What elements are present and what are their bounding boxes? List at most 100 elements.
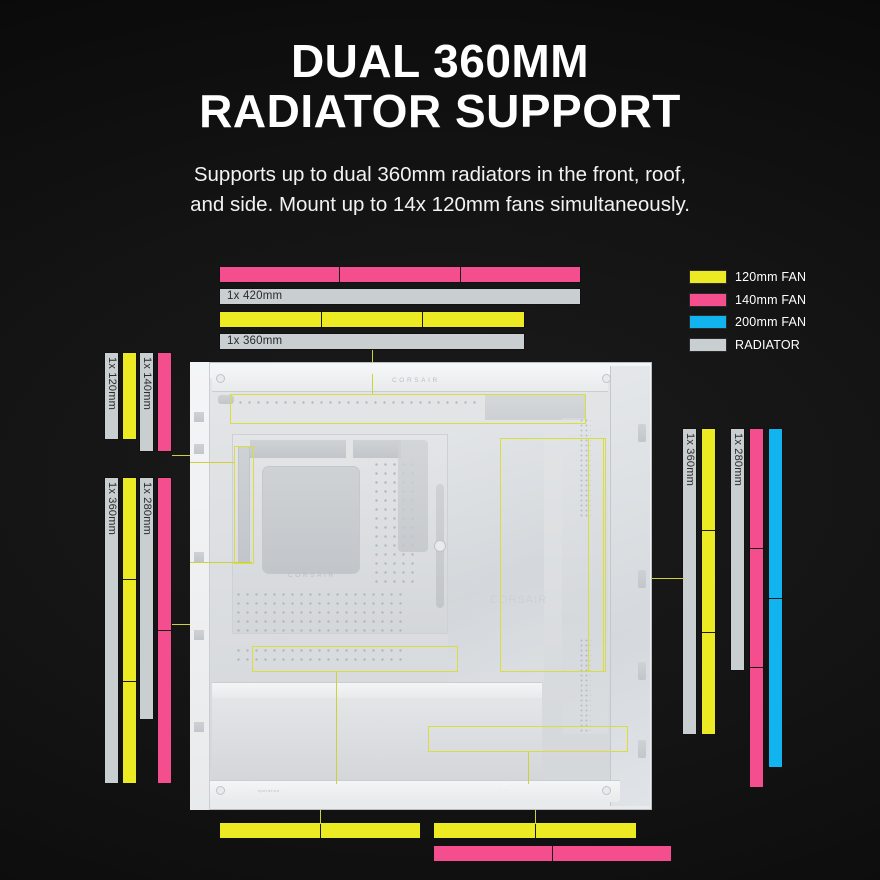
fan-segment — [220, 312, 321, 327]
annotation-connector-psu — [336, 672, 337, 784]
fan-segment — [702, 429, 715, 530]
fan-segment — [434, 823, 535, 838]
connector-line-bottom-right — [535, 806, 536, 824]
annotation-connector-bottom — [528, 752, 529, 784]
fan-segment — [319, 823, 421, 838]
left-radiator-280mm: 1x 280mm — [139, 477, 154, 720]
legend-label-200mm: 200mm FAN — [735, 315, 807, 330]
case-screw-bl — [216, 786, 225, 795]
fan-segment — [422, 312, 524, 327]
annotation-connector-side — [190, 462, 234, 463]
fan-segment — [552, 846, 671, 861]
left-radiator-140mm: 1x 140mm — [139, 352, 154, 452]
case-bottom-bar — [206, 780, 620, 802]
case-gpu-support-knob — [434, 540, 446, 552]
fan-segment — [702, 530, 715, 632]
bottom-fan-row-120mm-right — [433, 822, 637, 839]
legend-swatch-140mm-icon — [689, 292, 727, 307]
case-screw-tl — [216, 374, 225, 383]
connector-line-bottom-left — [320, 806, 321, 824]
subtitle-line-1: Supports up to dual 360mm radiators in t… — [193, 163, 687, 186]
case-bottom-micro-right: · · · — [500, 788, 510, 793]
legend: 120mm FAN 140mm FAN 200mm FAN RADIATOR — [689, 268, 806, 358]
legend-swatch-120mm-icon — [689, 270, 727, 285]
right-radiator-280mm: 1x 280mm — [730, 428, 745, 671]
left-fan-column-140mm-x2 — [157, 477, 172, 784]
page-title: DUAL 360mm RADIATOR SUPPORT — [0, 36, 880, 136]
case-hinge-2 — [638, 570, 646, 588]
legend-item-120mm-fan: 120mm FAN — [689, 268, 806, 287]
legend-item-200mm-fan: 200mm FAN — [689, 313, 806, 332]
case-mount-tab-2 — [194, 444, 204, 454]
legend-item-140mm-fan: 140mm FAN — [689, 291, 806, 310]
fan-segment — [769, 429, 782, 598]
fan-segment — [459, 267, 580, 282]
fan-segment — [158, 353, 171, 451]
right-fan-column-200mm-x2 — [768, 428, 783, 768]
case-screw-br — [602, 786, 611, 795]
right-radiator-360mm: 1x 360mm — [682, 428, 697, 735]
case-pcie-perf — [234, 646, 406, 666]
left-radiator-140mm-label: 1x 140mm — [140, 357, 153, 410]
left-radiator-280mm-label: 1x 280mm — [140, 482, 153, 535]
case-hinge-4 — [638, 740, 646, 758]
case-roof-mount-area — [485, 394, 585, 420]
case-mount-tab-1 — [194, 412, 204, 422]
case-rear-fan-zone — [562, 418, 608, 734]
legend-label-120mm: 120mm FAN — [735, 270, 807, 285]
top-fan-row-120mm — [219, 311, 525, 328]
fan-segment — [123, 353, 136, 439]
tray-cutout-top — [250, 440, 346, 458]
left-radiator-360mm-label: 1x 360mm — [105, 482, 118, 535]
top-radiator-420mm: 1x 420mm — [219, 288, 581, 305]
legend-item-radiator: RADIATOR — [689, 336, 806, 355]
page-subtitle: Supports up to dual 360mm radiators in t… — [0, 160, 880, 220]
tray-cpu-cutout — [262, 466, 360, 574]
fan-segment — [220, 267, 339, 282]
fan-segment — [750, 429, 763, 548]
pc-case-illustration: CORSAIR CORSAIR · · · · CORSAIR — [190, 362, 652, 810]
fan-segment — [769, 597, 782, 768]
fan-segment — [123, 681, 136, 783]
case-roof-bar: CORSAIR — [212, 368, 608, 392]
case-psu-shroud-top — [212, 682, 542, 698]
annotation-connector-roof — [372, 374, 373, 394]
fan-segment — [158, 630, 171, 783]
legend-swatch-radiator-icon — [689, 337, 727, 352]
left-fan-column-140mm — [157, 352, 172, 452]
case-roof-tab — [218, 395, 234, 404]
legend-label-140mm: 140mm FAN — [735, 292, 807, 307]
case-mount-tab-3 — [194, 552, 204, 562]
case-front-edge — [190, 362, 210, 810]
fan-segment — [158, 478, 171, 630]
right-radiator-280mm-label: 1x 280mm — [731, 433, 744, 486]
right-fan-column-140mm-x3 — [749, 428, 764, 788]
top-radiator-360mm: 1x 360mm — [219, 333, 525, 350]
case-psu-brand-label: CORSAIR — [490, 594, 548, 606]
annotation-bottom-fan — [428, 726, 628, 752]
right-fan-column-120mm-x3 — [701, 428, 716, 735]
legend-swatch-200mm-icon — [689, 315, 727, 330]
tray-cable-channel — [398, 440, 428, 552]
case-micro-text-1: · · · · — [274, 635, 287, 640]
left-fan-column-120mm — [122, 352, 137, 440]
case-screw-tr — [602, 374, 611, 383]
annotation-psu-shroud-fan — [252, 646, 458, 672]
case-gpu-area — [448, 432, 544, 682]
annotation-roof-mount — [230, 394, 586, 424]
annotation-connector-front — [190, 562, 252, 563]
fan-segment — [434, 846, 552, 861]
bottom-fan-row-120mm-left — [219, 822, 421, 839]
left-fan-column-120mm-x3 — [122, 477, 137, 784]
case-bottom-micro-left: · operation · — [254, 788, 284, 793]
subtitle-line-2: and side. Mount up to 14x 120mm fans sim… — [190, 193, 690, 216]
case-roof-brand-label: CORSAIR — [392, 377, 440, 384]
left-radiator-120mm: 1x 120mm — [104, 352, 119, 440]
connector-line-top — [372, 350, 373, 370]
legend-label-radiator: RADIATOR — [735, 337, 801, 352]
case-hinge-3 — [638, 662, 646, 680]
top-radiator-360mm-label: 1x 360mm — [227, 334, 283, 347]
case-tray-brand-label: CORSAIR — [288, 572, 336, 579]
fan-segment — [123, 478, 136, 579]
top-fan-row-140mm — [219, 266, 581, 283]
